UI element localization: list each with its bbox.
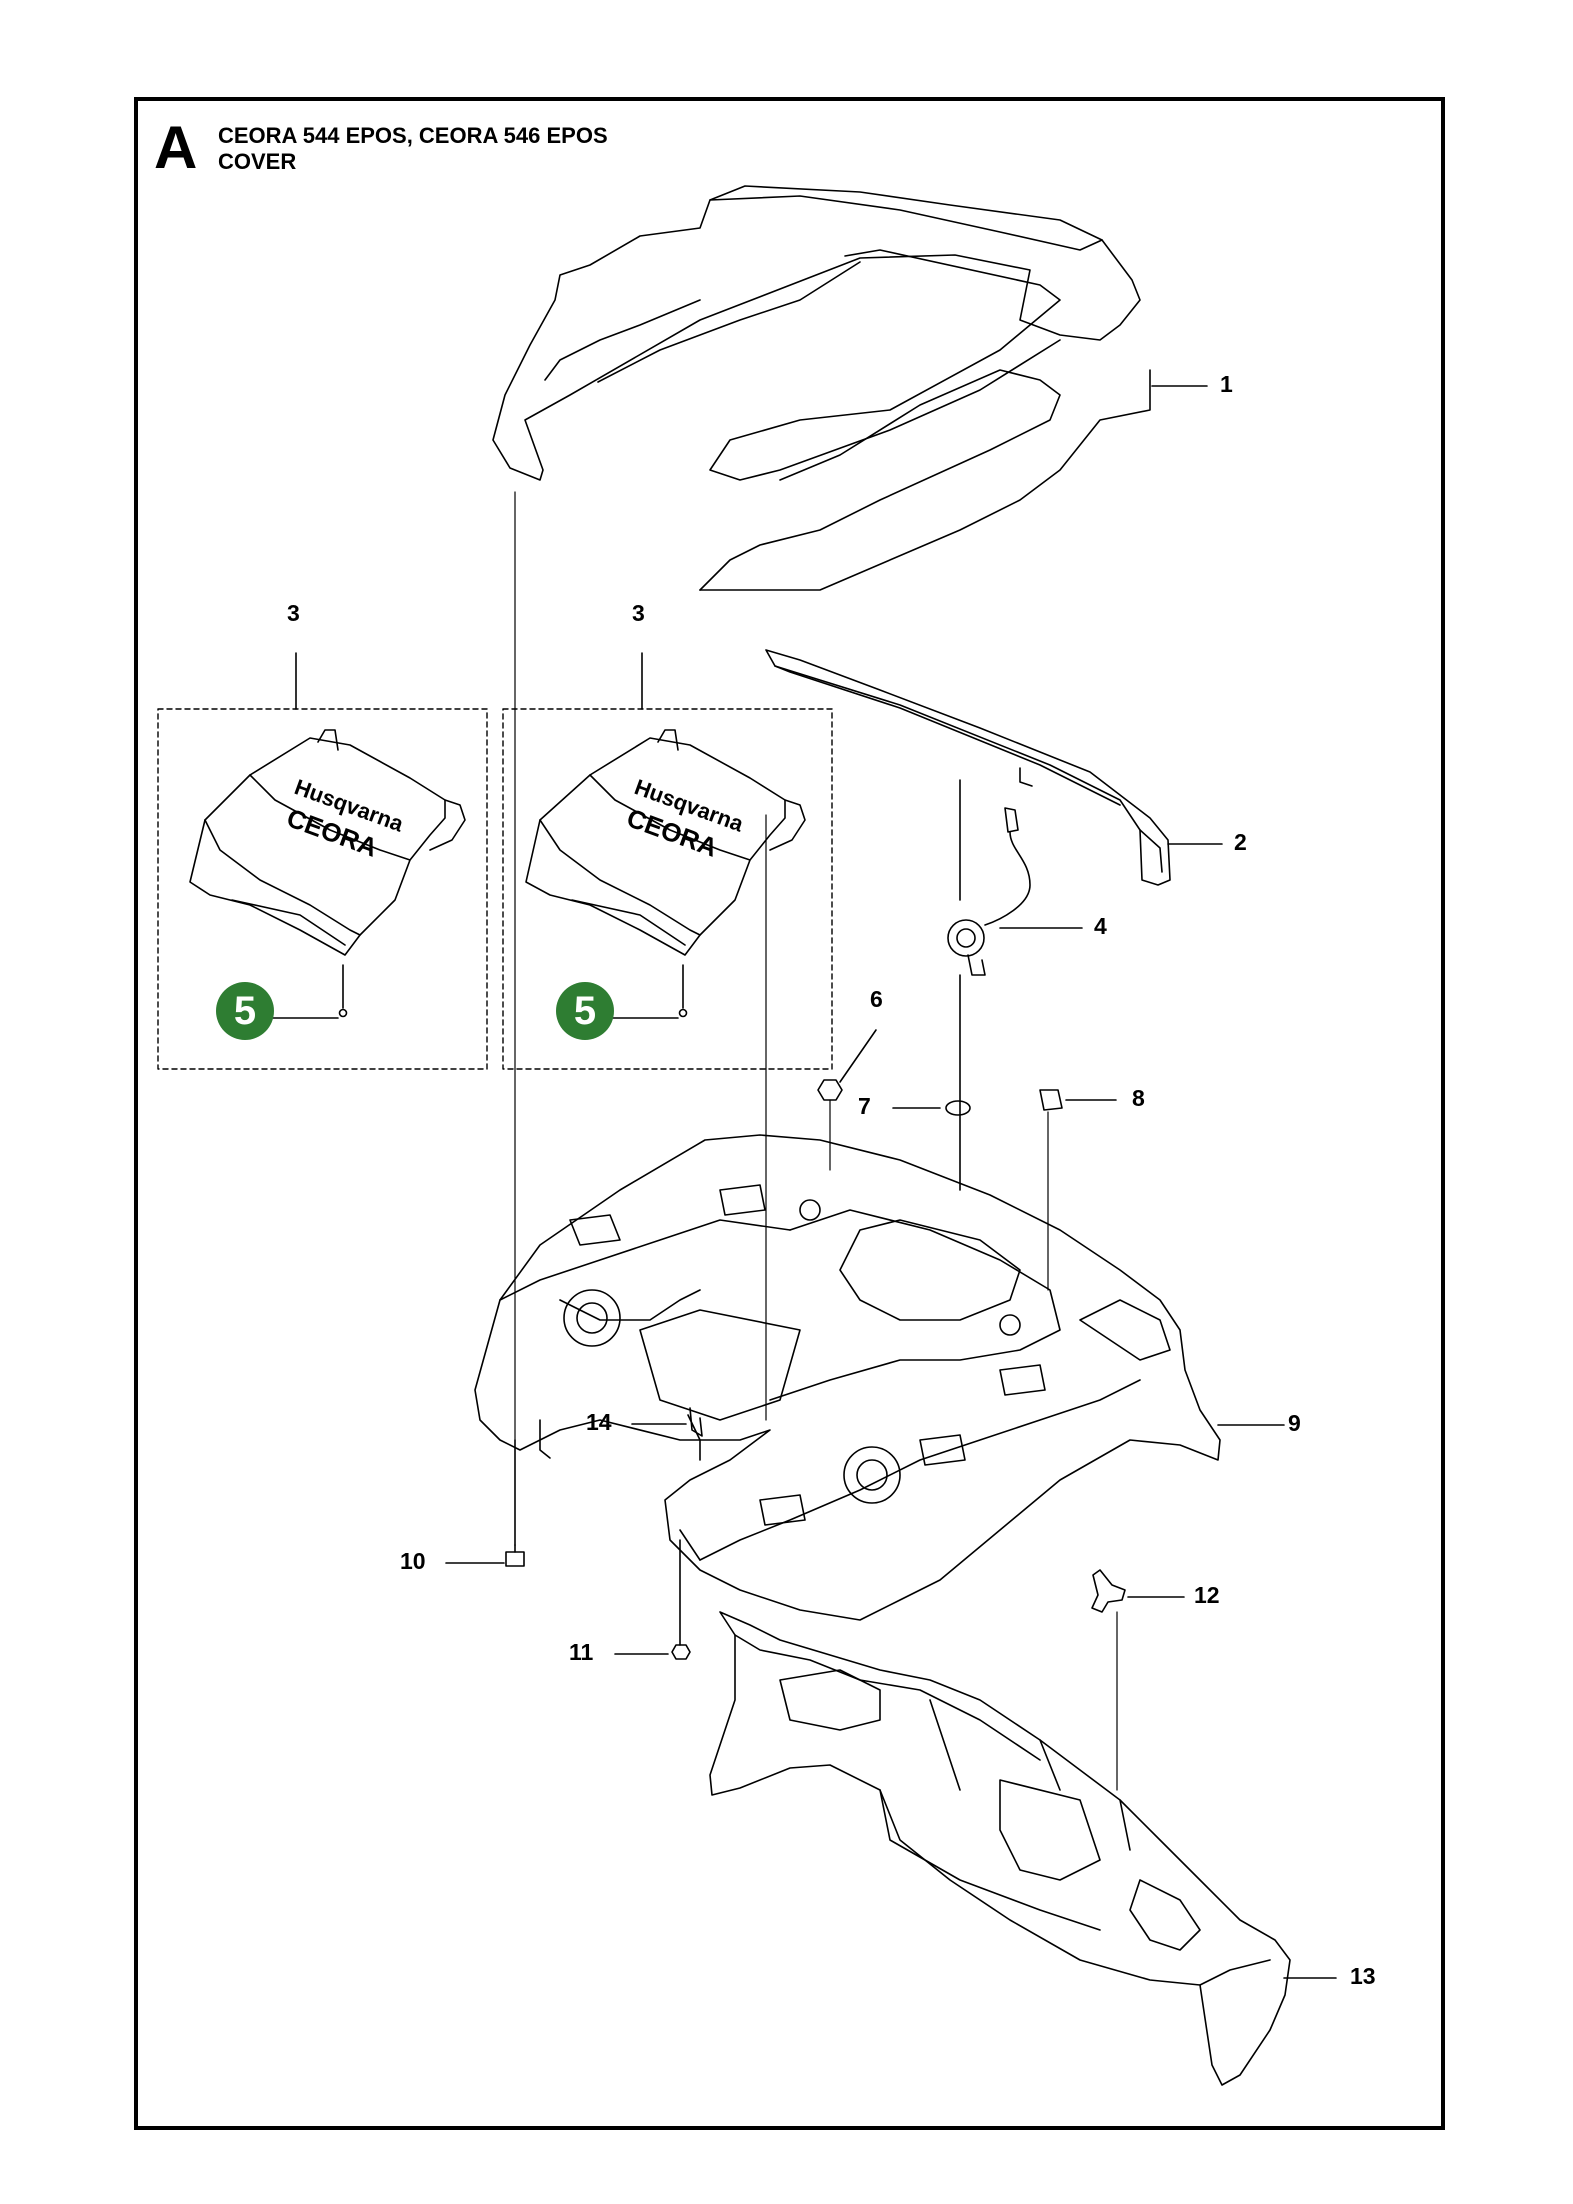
lid-right-part-3 bbox=[525, 729, 806, 1018]
main-body-part-9 bbox=[474, 1134, 1221, 1621]
clip-part-8 bbox=[1039, 1089, 1063, 1111]
bracket-part-12 bbox=[1091, 1569, 1126, 1613]
callout-9: 9 bbox=[1288, 1410, 1301, 1436]
callout-8: 8 bbox=[1132, 1085, 1145, 1111]
nut-part-11 bbox=[671, 1644, 691, 1660]
callout-10: 10 bbox=[400, 1548, 426, 1574]
callout-3-right: 3 bbox=[632, 600, 645, 626]
page-title: CEORA 544 EPOS, CEORA 546 EPOS bbox=[218, 123, 608, 148]
callout-5-right: 5 bbox=[556, 982, 614, 1040]
nut-part-6 bbox=[817, 1079, 843, 1101]
top-cover-part-1 bbox=[492, 185, 1151, 591]
callout-1: 1 bbox=[1220, 371, 1233, 397]
drawing-frame bbox=[134, 97, 1445, 2130]
plug-part-7 bbox=[945, 1100, 971, 1116]
kit-box-left bbox=[157, 708, 488, 1070]
callout-2: 2 bbox=[1234, 829, 1247, 855]
callout-7: 7 bbox=[858, 1093, 871, 1119]
callout-13: 13 bbox=[1350, 1963, 1376, 1989]
callout-14: 14 bbox=[586, 1409, 612, 1435]
kit-box-right bbox=[502, 708, 833, 1070]
clip-part-14 bbox=[689, 1407, 703, 1437]
leader-line-6 bbox=[839, 1029, 877, 1083]
callout-11: 11 bbox=[569, 1639, 594, 1665]
section-letter: A bbox=[154, 114, 198, 181]
sensor-part-4 bbox=[947, 779, 1031, 1191]
callout-12: 12 bbox=[1194, 1582, 1220, 1608]
callout-5-left: 5 bbox=[216, 982, 274, 1040]
lid-left-part-3 bbox=[189, 729, 466, 1018]
callout-3-left: 3 bbox=[287, 600, 300, 626]
rail-part-2 bbox=[765, 649, 1171, 886]
chassis-part-13 bbox=[709, 1611, 1291, 2086]
callout-6: 6 bbox=[870, 986, 883, 1012]
callout-4: 4 bbox=[1094, 913, 1107, 939]
page-subtitle: COVER bbox=[218, 149, 297, 174]
screw-part-10 bbox=[505, 1544, 525, 1567]
